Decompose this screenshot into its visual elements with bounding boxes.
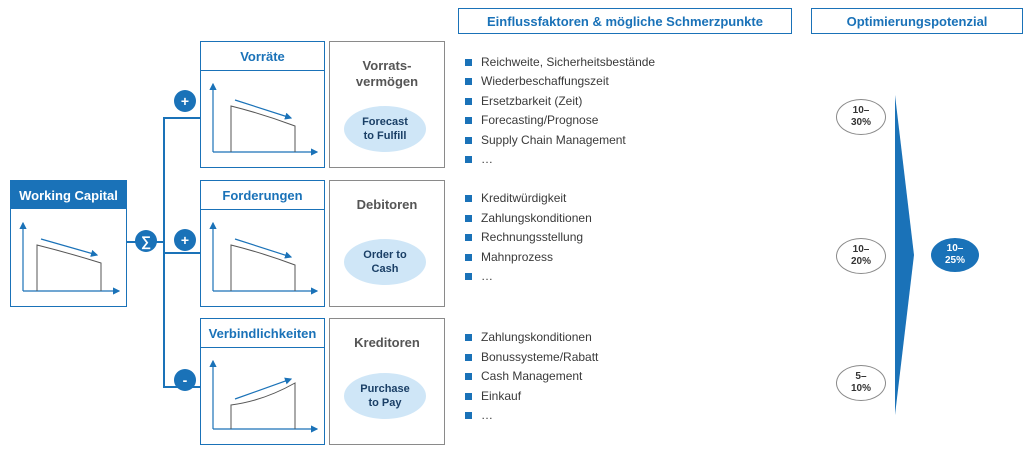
connector-row1 — [163, 117, 200, 119]
plus-operator-1: + — [174, 90, 196, 112]
factors-header: Einflussfaktoren & mögliche Schmerzpunkt… — [458, 8, 792, 34]
list-item: Kreditwürdigkeit — [465, 189, 566, 207]
connector-row2 — [163, 252, 200, 254]
list-item: Forecasting/Prognose — [465, 111, 598, 129]
list-item: Einkauf — [465, 387, 521, 405]
list-item: Cash Management — [465, 367, 582, 385]
list-item: Mahnprozess — [465, 248, 553, 266]
potential-vorraete: 10– 30% — [836, 99, 886, 135]
list-item: … — [465, 267, 493, 285]
forderungen-label: Debitoren — [356, 197, 418, 212]
forderungen-label-box: Debitoren Order to Cash — [329, 180, 445, 307]
list-item: Zahlungskonditionen — [465, 209, 592, 227]
list-item: Bonussysteme/Rabatt — [465, 348, 598, 366]
order-to-cash-ellipse: Order to Cash — [344, 239, 426, 285]
vorraete-box: Vorräte — [200, 41, 325, 168]
vorraete-label-box: Vorrats- vermögen Forecast to Fulfill — [329, 41, 445, 168]
working-capital-box: Working Capital — [10, 180, 127, 307]
potential-forderungen: 10– 20% — [836, 238, 886, 274]
list-item: … — [465, 150, 493, 168]
forderungen-title: Forderungen — [201, 181, 324, 210]
verbindlichkeiten-label: Kreditoren — [354, 335, 420, 350]
list-item: … — [465, 406, 493, 424]
list-item: Zahlungskonditionen — [465, 328, 592, 346]
working-capital-chart — [19, 221, 121, 295]
potential-header: Optimierungspotenzial — [811, 8, 1023, 34]
verbindlichkeiten-label-box: Kreditoren Purchase to Pay — [329, 318, 445, 445]
potential-total: 10– 25% — [931, 238, 979, 272]
forderungen-box: Forderungen — [200, 180, 325, 307]
list-item: Rechnungsstellung — [465, 228, 583, 246]
verbindlichkeiten-chart — [209, 359, 319, 433]
vorraete-title: Vorräte — [201, 42, 324, 71]
verbindlichkeiten-box: Verbindlichkeiten — [200, 318, 325, 445]
potential-arrow — [895, 95, 914, 415]
forecast-to-fulfill-ellipse: Forecast to Fulfill — [344, 106, 426, 152]
forderungen-chart — [209, 221, 319, 295]
list-item: Supply Chain Management — [465, 131, 626, 149]
minus-operator: - — [174, 369, 196, 391]
list-item: Reichweite, Sicherheitsbestände — [465, 53, 655, 71]
list-item: Ersetzbarkeit (Zeit) — [465, 92, 582, 110]
list-item: Wiederbeschaffungszeit — [465, 72, 609, 90]
vorraete-chart — [209, 82, 319, 156]
sum-operator: ∑ — [135, 230, 157, 252]
working-capital-title: Working Capital — [11, 181, 126, 209]
vorraete-label: Vorrats- vermögen — [355, 58, 419, 89]
verbindlichkeiten-title: Verbindlichkeiten — [201, 319, 324, 348]
purchase-to-pay-ellipse: Purchase to Pay — [344, 373, 426, 419]
potential-verbindlichkeiten: 5– 10% — [836, 365, 886, 401]
plus-operator-2: + — [174, 229, 196, 251]
